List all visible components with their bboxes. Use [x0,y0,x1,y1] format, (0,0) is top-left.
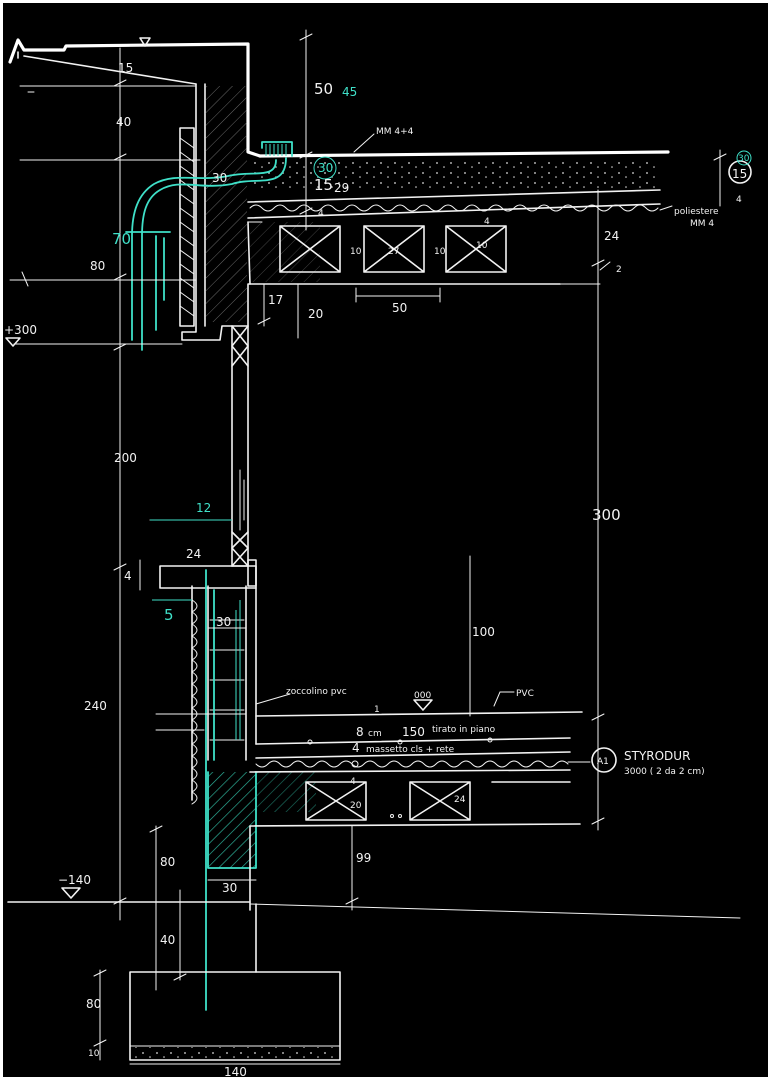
note-tirato: tirato in piano [432,725,496,735]
note-zoccolino: zoccolino pvc [286,687,347,697]
dim-80-left: 80 [90,259,105,273]
dimension-lines [5,29,727,1065]
dim-30-circle: 30 [318,161,333,175]
note-poliestere: poliestere [674,207,719,217]
dim-99: 99 [356,851,371,865]
dim-24-small: 24 [186,547,201,561]
dim-140: 140 [224,1065,247,1079]
ground-foundation [7,887,741,1061]
dim-top-15: 15 [118,61,133,75]
floor-slab [249,699,583,911]
level-minus-140: −140 [58,873,91,887]
level-plus-300: +300 [4,323,37,337]
note-poliestere-spec: MM 4 [690,219,714,229]
dim-17: 17 [268,293,283,307]
parapet [8,37,561,341]
dim-30-lower: 30 [216,615,231,629]
note-styrodur-spec: 3000 ( 2 da 2 cm) [624,767,705,777]
dim-10-a: 10 [350,247,362,257]
level-labels: +300 −140 [4,323,91,887]
dim-30-base: 30 [222,881,237,895]
dim-300: 300 [592,506,621,524]
dim-000: 000 [414,691,431,701]
callout-circles [313,150,752,773]
dim-12: 12 [196,501,211,515]
note-cm: cm [368,729,382,739]
dimension-labels: 15 40 30 70 80 50 45 15 30 29 4 4 10 10 … [84,61,750,1079]
dim-15-mid: 15 [314,176,333,194]
dim-50-bottom: 50 [392,301,407,315]
note-massetto: massetto cls + rete [366,745,455,755]
dim-10-b: 10 [434,247,446,257]
dim-1: 1 [374,705,380,715]
dim-240: 240 [84,699,107,713]
dim-80-foot: 80 [86,997,101,1011]
dim-30-green-circle: 30 [738,154,750,164]
dim-40-base: 40 [160,933,175,947]
dim-24-right: 24 [604,229,619,243]
dim-5: 5 [164,606,174,624]
note-membrane: MM 4+4 [376,127,414,137]
dim-24-lower: 24 [454,795,466,805]
dim-2-right: 2 [616,265,622,275]
dim-50: 50 [314,80,333,98]
dim-4-b: 4 [350,777,356,787]
dim-100: 100 [472,625,495,639]
dim-4-left: 4 [124,569,132,583]
dim-45: 45 [342,85,357,99]
dim-4-far: 4 [736,195,742,205]
dim-30-upper: 30 [212,171,227,185]
dim-200: 200 [114,451,137,465]
note-labels: MM 4+4 poliestere MM 4 zoccolino pvc cm … [286,127,719,777]
dim-29: 29 [334,181,349,195]
dim-80-lower: 80 [160,855,175,869]
dim-27: 27 [388,247,399,257]
dim-4-right: 4 [484,217,490,227]
dim-10-foot: 10 [88,1049,100,1059]
dim-40: 40 [116,115,131,129]
dim-4-upper: 4 [318,209,324,219]
note-styrodur: STYRODUR [624,749,690,763]
roof-slab [247,150,670,285]
dim-20: 20 [308,307,323,321]
drain-pipe [125,141,293,351]
wall-column [159,325,257,589]
dim-10-c: 10 [476,241,488,251]
dim-150: 150 [402,725,425,739]
dim-4-massetto: 4 [352,741,360,755]
dim-15-right: 15 [732,167,747,181]
parapet-insulation [179,127,195,327]
note-tag: A1 [597,757,609,767]
dim-20-lower: 20 [350,801,362,811]
lower-wall [191,569,316,1011]
note-pvc: PVC [516,689,534,699]
dim-70: 70 [112,230,131,248]
dim-8: 8 [356,725,364,739]
